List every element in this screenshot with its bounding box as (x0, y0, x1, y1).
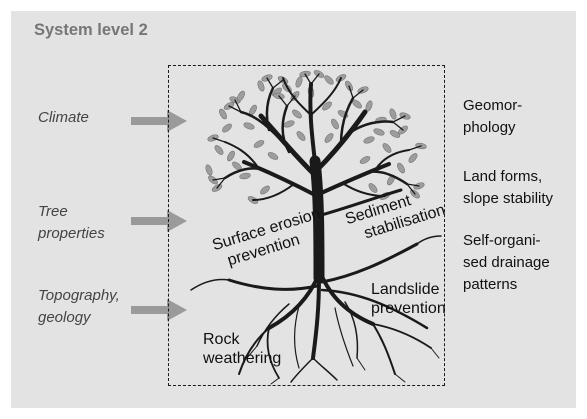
leaf (397, 162, 405, 174)
rock-line2: weathering (203, 350, 282, 367)
input-topography-label: Topography, geology (38, 285, 138, 329)
input-tree-properties-label: Tree properties (38, 201, 128, 245)
diagram-panel: System level 2 Climate Tree properties T… (11, 11, 576, 408)
leaf (373, 128, 385, 136)
leaf (222, 123, 232, 133)
leaf (295, 76, 303, 88)
input-arrow-tree-properties (131, 210, 187, 232)
landslide-line2: prevention (371, 300, 446, 317)
leaf (363, 136, 375, 144)
leaf (257, 80, 265, 92)
input-arrow-topography (131, 299, 187, 321)
output-drainage-line3: patterns (463, 276, 518, 293)
output-land-forms-line2: slope stability (463, 190, 554, 207)
leaf (368, 183, 378, 193)
leaf (239, 172, 251, 180)
leaf (243, 122, 255, 130)
leaf (237, 90, 245, 102)
rock-line1: Rock (203, 331, 240, 348)
leaf (227, 150, 235, 162)
output-drainage-line1: Self-organi- (463, 232, 541, 249)
leaf (219, 108, 227, 120)
leaf (292, 109, 302, 119)
landslide-prevention-label: Landslide prevention (371, 280, 446, 318)
input-tree-properties-text: Tree properties (38, 203, 105, 242)
leaf (260, 185, 270, 195)
input-topography-text: Topography, geology (38, 287, 120, 326)
leaf (331, 118, 339, 130)
leaf (322, 101, 332, 111)
input-arrow-climate (131, 110, 187, 132)
leaf (324, 133, 334, 143)
output-drainage-line2: sed drainage (463, 254, 550, 271)
leaf (253, 140, 265, 148)
leaf (389, 130, 401, 138)
tree-illustration (190, 70, 442, 385)
output-land-forms: Land forms, slope stability (463, 166, 553, 210)
input-climate-text: Climate (38, 109, 89, 126)
leaf (389, 108, 397, 120)
leaf (359, 156, 371, 164)
output-geomorphology-line1: Geomor- (463, 97, 523, 114)
output-geomorphology-line2: phology (463, 119, 516, 136)
leaf (214, 145, 224, 155)
system-boundary: Surface erosion prevention Sediment stab… (168, 65, 447, 386)
input-climate-label: Climate (38, 107, 89, 129)
system-level-title: System level 2 (34, 21, 148, 39)
landslide-line1: Landslide (371, 281, 440, 298)
branches (190, 73, 442, 385)
leaf (296, 131, 306, 141)
output-geomorphology: Geomor- phology (463, 95, 522, 139)
output-land-forms-line1: Land forms, (463, 168, 543, 185)
leaf (324, 75, 334, 85)
leaf (205, 164, 213, 176)
leaf (382, 143, 392, 153)
output-drainage-patterns: Self-organi- sed drainage patterns (463, 230, 550, 296)
leaf (283, 120, 295, 128)
rock-weathering-label: Rock weathering (203, 330, 281, 368)
leaf (267, 152, 279, 160)
leaf (408, 153, 418, 163)
